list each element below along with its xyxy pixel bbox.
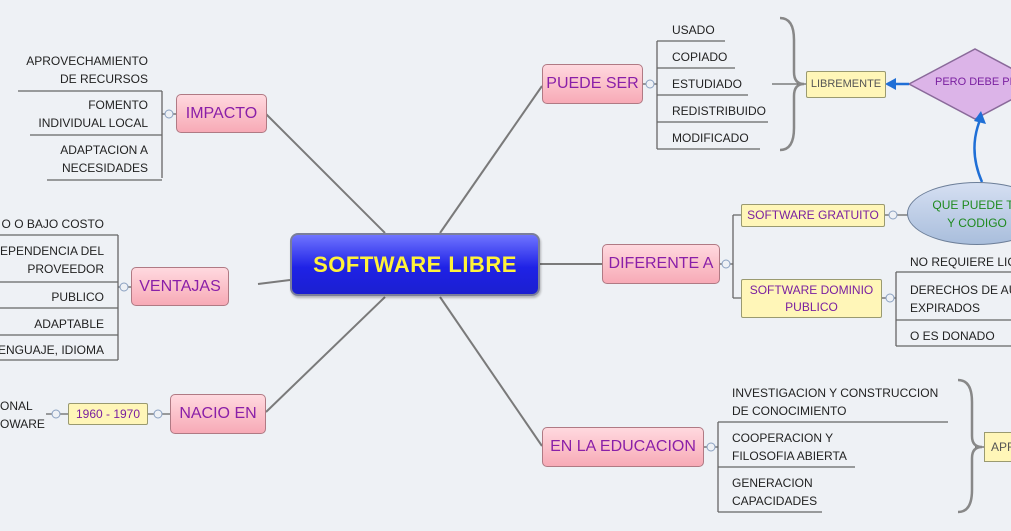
diamond-shape bbox=[907, 48, 1011, 120]
leaf-donado: O ES DONADO bbox=[910, 329, 995, 343]
date-range-box[interactable]: 1960 - 1970 bbox=[68, 403, 148, 425]
branch-en-la-educacion[interactable]: EN LA EDUCACION bbox=[542, 427, 704, 467]
leaf-ventajas-5: ENGUAJE, IDIOMA bbox=[0, 343, 104, 357]
leaf-redistribuido: REDISTRIBUIDO bbox=[672, 104, 767, 118]
libremente-box[interactable]: LIBREMENTE bbox=[806, 71, 886, 98]
leaf-estudiado: ESTUDIADO bbox=[672, 77, 743, 91]
leaf-no-requiere: NO REQUIERE LIC bbox=[910, 255, 1011, 269]
branch-nacio-en[interactable]: NACIO EN bbox=[170, 394, 266, 434]
leaf-ventajas-4: ADAPTABLE bbox=[34, 317, 104, 331]
leaf-copiado: COPIADO bbox=[672, 50, 728, 64]
oval-que-puede-tener[interactable]: QUE PUEDE TEY CODIGO bbox=[907, 182, 1011, 245]
apr-box[interactable]: APR bbox=[984, 432, 1011, 462]
leaf-ventajas-1: O O BAJO COSTO bbox=[1, 217, 104, 231]
leaf-usado: USADO bbox=[672, 23, 715, 37]
branch-ventajas[interactable]: VENTAJAS bbox=[131, 267, 229, 306]
leaf-ventajas-3: PUBLICO bbox=[51, 290, 104, 304]
leaf-modificado: MODIFICADO bbox=[672, 131, 749, 145]
diamond-label[interactable]: PERO DEBE PE bbox=[935, 76, 1011, 88]
branch-puede-ser[interactable]: PUEDE SER bbox=[542, 64, 643, 104]
software-gratuito-box[interactable]: SOFTWARE GRATUITO bbox=[741, 204, 885, 227]
branch-diferente-a[interactable]: DIFERENTE A bbox=[602, 244, 720, 284]
branch-impacto[interactable]: IMPACTO bbox=[176, 94, 267, 133]
central-topic[interactable]: SOFTWARE LIBRE bbox=[290, 233, 540, 296]
